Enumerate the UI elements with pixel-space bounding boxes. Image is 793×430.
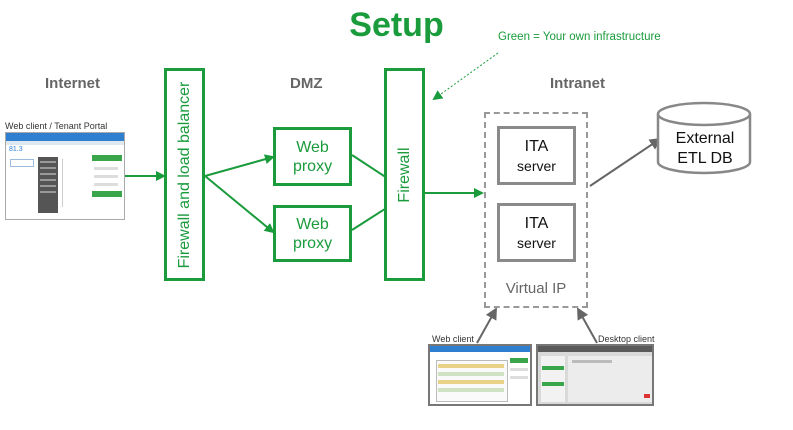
database-label-line2: ETL DB <box>677 150 733 167</box>
web-proxy-1-line2: proxy <box>292 157 333 175</box>
intranet-web-client-screenshot <box>428 344 532 406</box>
ita-server-1-line2: server <box>517 157 556 174</box>
web-proxy-1-line1: Web <box>296 138 329 156</box>
web-proxy-2-line1: Web <box>296 215 329 233</box>
firewall-label: Firewall <box>395 146 413 203</box>
arrow-lb-to-proxy-1 <box>204 154 275 177</box>
virtual-ip-label: Virtual IP <box>505 280 567 297</box>
desktop-client-screenshot <box>536 344 654 406</box>
tenant-portal-value: 81.3 <box>9 146 23 153</box>
firewall-load-balancer-label: Firewall and load balancer <box>175 81 193 268</box>
firewall: Firewall <box>384 68 425 281</box>
ita-server-2: ITA server <box>497 203 576 262</box>
legend-pointer-arrow <box>432 52 499 101</box>
web-proxy-2: Web proxy <box>273 205 352 262</box>
web-proxy-2-line2: proxy <box>292 234 333 252</box>
ita-server-1-line1: ITA <box>524 137 549 155</box>
desktop-client-caption: Desktop client <box>598 334 655 344</box>
arrow-lb-to-proxy-2 <box>204 175 275 234</box>
internet-client-caption: Web client / Tenant Portal <box>5 121 108 131</box>
zone-label-intranet: Intranet <box>550 75 606 92</box>
arrow-virtual-ip-to-database <box>589 137 662 187</box>
arrow-web-client-to-virtual-ip <box>476 307 497 344</box>
ita-server-2-line1: ITA <box>524 214 549 232</box>
zone-label-dmz: DMZ <box>290 75 323 92</box>
legend-note: Green = Your own infrastructure <box>498 31 661 43</box>
web-proxy-1: Web proxy <box>273 127 352 186</box>
firewall-load-balancer: Firewall and load balancer <box>164 68 205 281</box>
ita-server-1: ITA server <box>497 126 576 185</box>
ita-server-2-line2: server <box>517 234 556 251</box>
database-label: External ETL DB <box>658 129 752 169</box>
intranet-web-client-caption: Web client <box>432 334 474 344</box>
tenant-portal-screenshot: 81.3 <box>5 132 125 220</box>
arrow-desktop-client-to-virtual-ip <box>577 307 598 344</box>
diagram-title: Setup <box>349 6 444 44</box>
virtual-ip-group <box>484 112 588 308</box>
database-label-line1: External <box>675 130 735 147</box>
zone-label-internet: Internet <box>45 75 101 92</box>
database-icon <box>656 101 752 175</box>
